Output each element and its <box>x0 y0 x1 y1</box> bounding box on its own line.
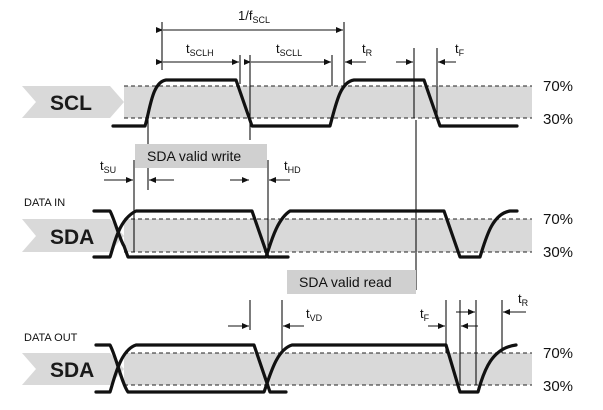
tsclh-label: tSCLH <box>186 41 214 58</box>
scl-signal-label: SCL <box>50 92 92 115</box>
data-out-row-label: DATA OUT <box>24 332 78 344</box>
scl-waveform <box>111 78 519 128</box>
valid-write-window: SDA valid write <box>135 144 267 168</box>
timing-arrows <box>104 27 526 329</box>
sda-out-label-band <box>22 353 124 385</box>
sda-in-band-group <box>22 219 532 252</box>
sda-out-70-label: 70% <box>543 345 573 362</box>
tvd-label: tVD <box>306 306 323 323</box>
tf-label: tF <box>455 41 465 58</box>
valid-write-box <box>135 144 267 168</box>
sda-in-waveform-b <box>92 209 290 259</box>
sda-in-30-label: 30% <box>543 244 573 261</box>
thd-label: tHD <box>284 158 301 175</box>
scl-label-band <box>22 86 124 118</box>
sda-out-band-group <box>22 353 532 385</box>
scl-band-group <box>22 86 532 118</box>
sda-out-waveform-b <box>94 343 288 394</box>
sda-in-signal-label: SDA <box>50 226 94 249</box>
valid-read-box <box>287 270 416 294</box>
sda-in-threshold-band <box>124 219 532 252</box>
threshold-lines <box>124 85 532 386</box>
sda-in-70-label: 70% <box>543 211 573 228</box>
sda-out-waveform-a <box>94 343 518 394</box>
tscll-label: tSCLL <box>276 41 302 58</box>
tr2-label: tR <box>518 291 529 308</box>
sda-in-waveform-a <box>92 209 519 259</box>
valid-read-window: SDA valid read <box>287 270 416 294</box>
sda-in-label-band <box>22 219 124 252</box>
tr-label: tR <box>362 41 373 58</box>
waveforms <box>92 78 519 394</box>
data-in-row-label: DATA IN <box>24 197 65 209</box>
valid-write-label: SDA valid write <box>147 148 241 164</box>
scl-70-label: 70% <box>543 78 573 95</box>
scl-threshold-band <box>124 86 532 118</box>
tsu-label: tSU <box>100 158 116 175</box>
tf2-label: tF <box>420 306 430 323</box>
sda-out-signal-label: SDA <box>50 359 94 382</box>
valid-read-label: SDA valid read <box>299 274 392 290</box>
sda-out-30-label: 30% <box>543 378 573 395</box>
scl-30-label: 30% <box>543 111 573 128</box>
reference-lines <box>133 22 503 385</box>
sda-out-threshold-band <box>124 353 532 385</box>
period-label: 1/fSCL <box>238 8 270 25</box>
